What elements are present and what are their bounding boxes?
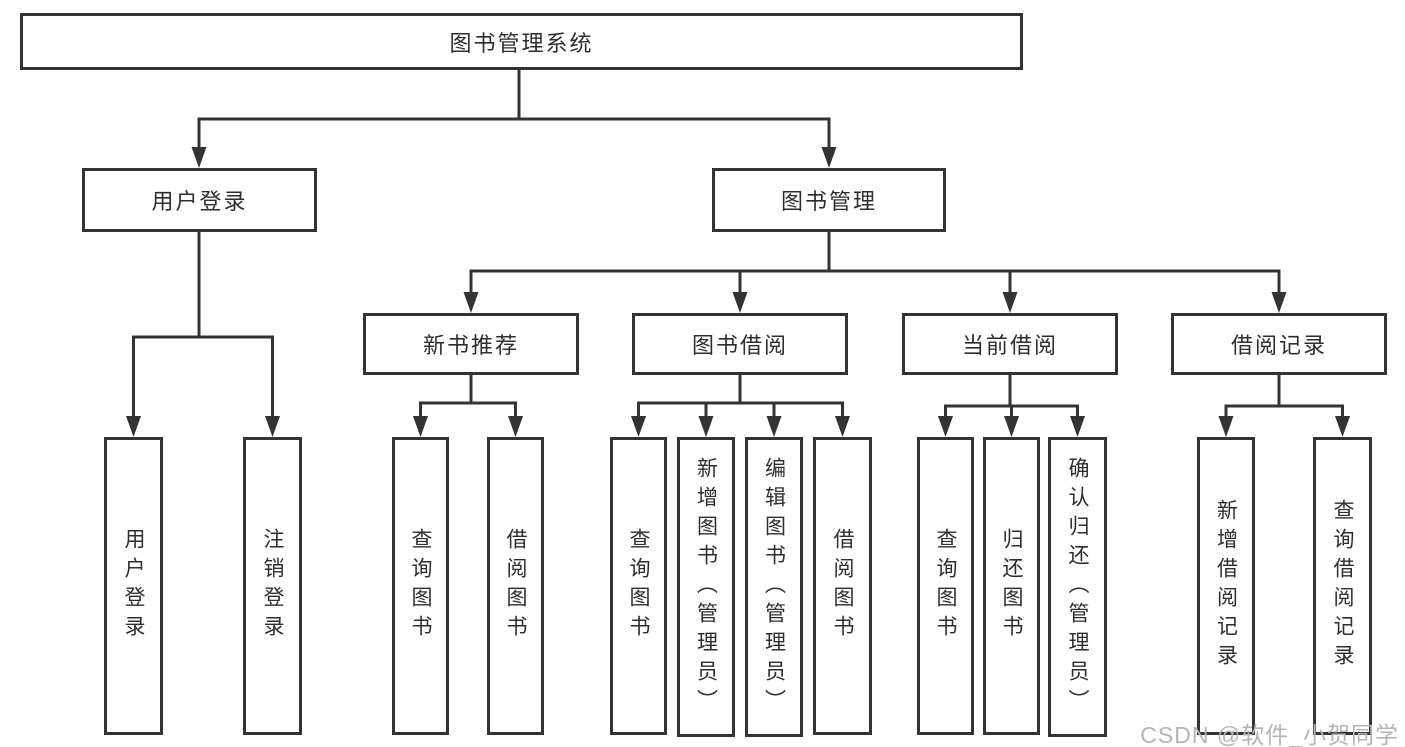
leaf-user-login: 用户登录 (104, 437, 163, 735)
leaf-user-login-label: 用户登录 (122, 528, 145, 644)
leaf-query-books-recommend: 查询图书 (392, 437, 449, 735)
leaf-query-books-borrowing: 查询图书 (610, 437, 667, 735)
leaf-query-books-current: 查询图书 (917, 437, 974, 735)
leaf-confirm-return-admin: 确认归还（管理员） (1048, 437, 1107, 737)
leaf-borrow-books-recommend-label: 借阅图书 (504, 528, 527, 644)
leaf-query-borrow-record-label: 查询借阅记录 (1331, 499, 1354, 673)
node-new-book-recommend: 新书推荐 (363, 313, 579, 375)
leaf-add-books-admin-label: 新增图书（管理员） (694, 456, 718, 718)
leaf-query-books-current-label: 查询图书 (934, 528, 957, 644)
leaf-return-books-label: 归还图书 (1000, 528, 1023, 644)
node-borrow-records: 借阅记录 (1171, 313, 1387, 375)
leaf-add-borrow-record: 新增借阅记录 (1197, 437, 1255, 735)
node-current-borrowing: 当前借阅 (902, 313, 1118, 375)
leaf-edit-books-admin-label: 编辑图书（管理员） (762, 456, 786, 718)
leaf-edit-books-admin: 编辑图书（管理员） (745, 437, 803, 737)
leaf-logout: 注销登录 (243, 437, 302, 735)
leaf-query-books-recommend-label: 查询图书 (409, 528, 432, 644)
leaf-return-books: 归还图书 (983, 437, 1040, 735)
leaf-borrow-books: 借阅图书 (813, 437, 872, 735)
node-library-system: 图书管理系统 (20, 13, 1023, 70)
node-book-borrowing: 图书借阅 (632, 313, 848, 375)
node-user-login: 用户登录 (82, 168, 317, 232)
leaf-query-books-borrowing-label: 查询图书 (627, 528, 650, 644)
leaf-logout-label: 注销登录 (261, 528, 284, 644)
leaf-add-books-admin: 新增图书（管理员） (677, 437, 735, 737)
leaf-borrow-books-recommend: 借阅图书 (487, 437, 544, 735)
leaf-add-borrow-record-label: 新增借阅记录 (1214, 499, 1238, 673)
leaf-confirm-return-admin-label: 确认归还（管理员） (1066, 456, 1089, 718)
leaf-borrow-books-label: 借阅图书 (831, 528, 854, 644)
csdn-watermark: CSDN @软件_小贺同学 (1140, 722, 1399, 747)
leaf-query-borrow-record: 查询借阅记录 (1313, 437, 1372, 735)
node-book-management: 图书管理 (712, 168, 946, 232)
